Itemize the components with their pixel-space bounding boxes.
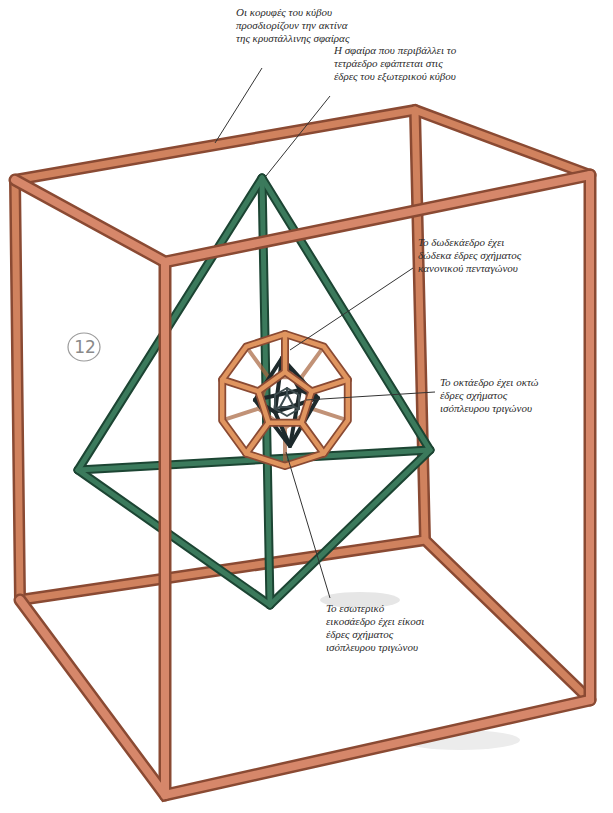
callout-note: Οι κορυφές του κύβου προσδιορίζουν την α…	[236, 6, 358, 45]
callout-note: Το οκτάεδρο έχει οκτώ έδρες σχήματος ισό…	[440, 376, 542, 415]
cube-back	[15, 110, 590, 700]
icosahedron	[275, 388, 299, 416]
cube-front	[15, 175, 590, 795]
handwritten-number: 12	[72, 337, 98, 357]
callout-note: Το δωδεκάεδρο έχει δώδεκα έδρες σχήματος…	[418, 236, 526, 275]
dodecahedron	[222, 334, 348, 466]
callout-note: Η σφαίρα που περιβάλλει το τετράεδρο εφά…	[334, 44, 460, 83]
hand-circle	[68, 333, 100, 361]
leader-lines	[215, 68, 435, 598]
callout-note: Το εσωτερικό εικοσάεδρο έχει είκοσι έδρε…	[326, 602, 426, 654]
